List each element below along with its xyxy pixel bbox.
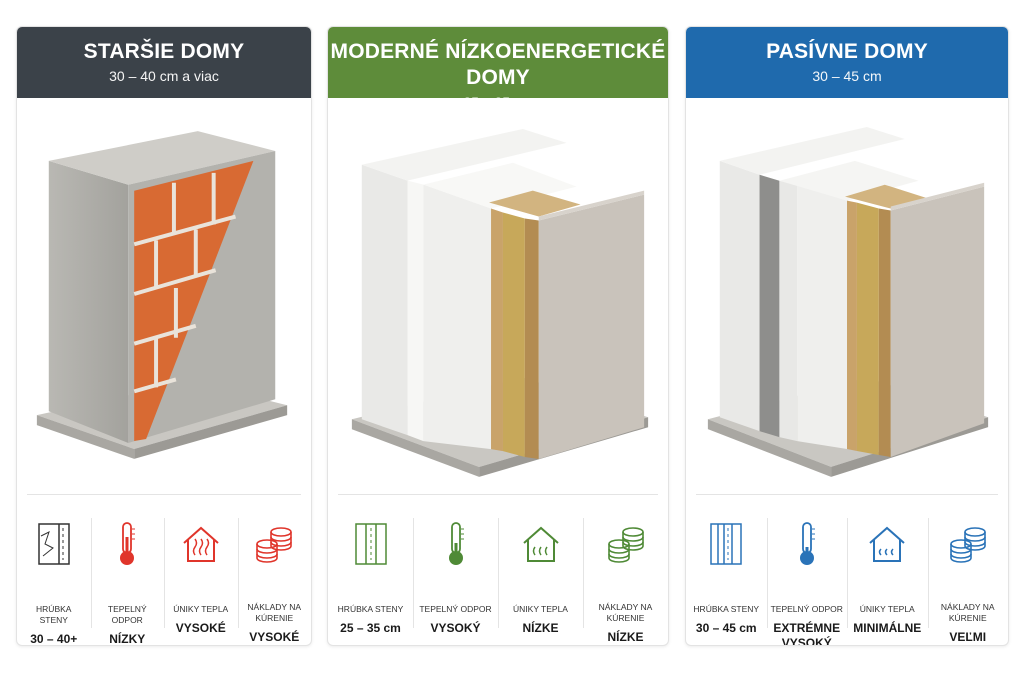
- wall-section-icon: [710, 523, 742, 565]
- brick-wall-cutaway-image: [36, 131, 288, 459]
- stat-label: ÚNIKY TEPLA: [173, 604, 229, 614]
- stat-label: TEPELNÝ ODPOR: [107, 604, 147, 625]
- stat-value: 30 – 45 cm: [695, 621, 757, 635]
- card-header: PASÍVNE DOMY 30 – 45 cm: [686, 27, 1008, 98]
- wall-illustration-passive: [686, 98, 1008, 493]
- stat-value: VYSOKÉ: [249, 630, 300, 644]
- stats-divider: [696, 494, 998, 495]
- stat-wall-thickness: HRÚBKA STENY 30 – 45 cm: [686, 502, 767, 642]
- stats-divider: [27, 494, 301, 495]
- coins-icon: [949, 527, 986, 563]
- stat-label: HRÚBKA STENY: [693, 604, 760, 614]
- card-title: STARŠIE DOMY: [83, 40, 245, 63]
- stat-thermal-resistance: TEPELNÝ ODPOR EXTRÉMNE VYSOKÝ: [766, 502, 848, 645]
- house-heat-icon: [869, 526, 905, 562]
- wall-section-icon: [38, 523, 70, 565]
- stat-heating-costs: NÁKLADY NA KÚRENIE VYSOKÉ: [237, 502, 312, 644]
- stat-label: NÁKLADY NA KÚRENIE: [598, 602, 653, 623]
- stat-heat-loss: ÚNIKY TEPLA NÍZKE: [498, 502, 583, 642]
- stat-thermal-resistance: TEPELNÝ ODPOR NÍZKY: [90, 502, 165, 645]
- stat-label: HRÚBKA STENY: [36, 604, 72, 625]
- stat-value: 30 – 40+ cm: [30, 632, 78, 646]
- coins-icon: [256, 527, 293, 563]
- coins-icon: [607, 527, 644, 563]
- stats-row: HRÚBKA STENY 30 – 45 cm TEPELNÝ ODPOR EX…: [686, 502, 1009, 645]
- stat-label: ÚNIKY TEPLA: [513, 604, 568, 614]
- thermometer-icon: [120, 522, 136, 565]
- stat-label: TEPELNÝ ODPOR: [770, 604, 843, 614]
- layered-wall-image: [351, 128, 649, 477]
- card-header: STARŠIE DOMY 30 – 40 cm a viac: [17, 27, 311, 98]
- stat-value: VYSOKÉ: [175, 621, 226, 635]
- stat-thermal-resistance: TEPELNÝ ODPOR VYSOKÝ: [413, 502, 498, 642]
- card-title: MODERNÉ NÍZKOENERGETICKÉ DOMY: [330, 40, 666, 89]
- stat-label: NÁKLADY NA KÚRENIE: [247, 602, 302, 623]
- house-heat-icon: [183, 526, 219, 562]
- stats-divider: [338, 494, 658, 495]
- stat-value: VEĽMI NÍZKE: [949, 630, 987, 644]
- card-passive-houses: PASÍVNE DOMY 30 – 45 cm HRÚBKA STENY 30 …: [685, 26, 1009, 646]
- card-subtitle: 30 – 45 cm: [812, 68, 882, 84]
- stat-heating-costs: NÁKLADY NA KÚRENIE NÍZKE: [583, 502, 668, 644]
- stat-wall-thickness: HRÚBKA STENY 30 – 40+ cm: [17, 502, 91, 645]
- house-heat-icon: [522, 526, 559, 562]
- stat-value: EXTRÉMNE VYSOKÝ: [773, 621, 841, 646]
- stat-heat-loss: ÚNIKY TEPLA MINIMÁLNE: [847, 502, 928, 642]
- stat-heating-costs: NÁKLADY NA KÚRENIE VEĽMI NÍZKE: [927, 502, 1009, 644]
- stat-value: VYSOKÝ: [430, 621, 481, 635]
- stat-value: NÍZKE: [607, 630, 644, 644]
- card-low-energy-houses: MODERNÉ NÍZKOENERGETICKÉ DOMY 25 – 35 cm: [327, 26, 669, 646]
- stat-wall-thickness: HRÚBKA STENY 25 – 35 cm: [328, 502, 413, 642]
- card-subtitle: 30 – 40 cm a viac: [109, 68, 219, 84]
- stat-value: NÍZKE: [522, 621, 559, 635]
- stat-label: NÁKLADY NA KÚRENIE: [940, 602, 995, 623]
- card-subtitle: 25 – 35 cm: [463, 94, 533, 110]
- wall-illustration-low-energy: [328, 98, 668, 493]
- card-header: MODERNÉ NÍZKOENERGETICKÉ DOMY 25 – 35 cm: [328, 27, 668, 110]
- passive-wall-image: [707, 127, 989, 477]
- wall-section-icon: [354, 523, 387, 565]
- stats-row: HRÚBKA STENY 25 – 35 cm TEPELNÝ ODPOR VY…: [328, 502, 668, 644]
- stats-row: HRÚBKA STENY 30 – 40+ cm TEPELNÝ ODPOR N…: [17, 502, 312, 645]
- card-title: PASÍVNE DOMY: [766, 40, 928, 63]
- stat-label: TEPELNÝ ODPOR: [419, 604, 492, 614]
- wall-illustration-brick: [17, 98, 311, 493]
- stat-label: HRÚBKA STENY: [337, 604, 404, 614]
- thermometer-icon: [448, 522, 464, 565]
- card-older-houses: STARŠIE DOMY 30 – 40 cm a viac: [16, 26, 312, 646]
- stat-heat-loss: ÚNIKY TEPLA VYSOKÉ: [164, 502, 238, 642]
- stat-value: 25 – 35 cm: [340, 621, 401, 635]
- stat-value: MINIMÁLNE: [853, 621, 922, 635]
- thermometer-icon: [799, 522, 815, 565]
- stat-label: ÚNIKY TEPLA: [859, 604, 915, 614]
- stat-value: NÍZKY: [109, 632, 146, 646]
